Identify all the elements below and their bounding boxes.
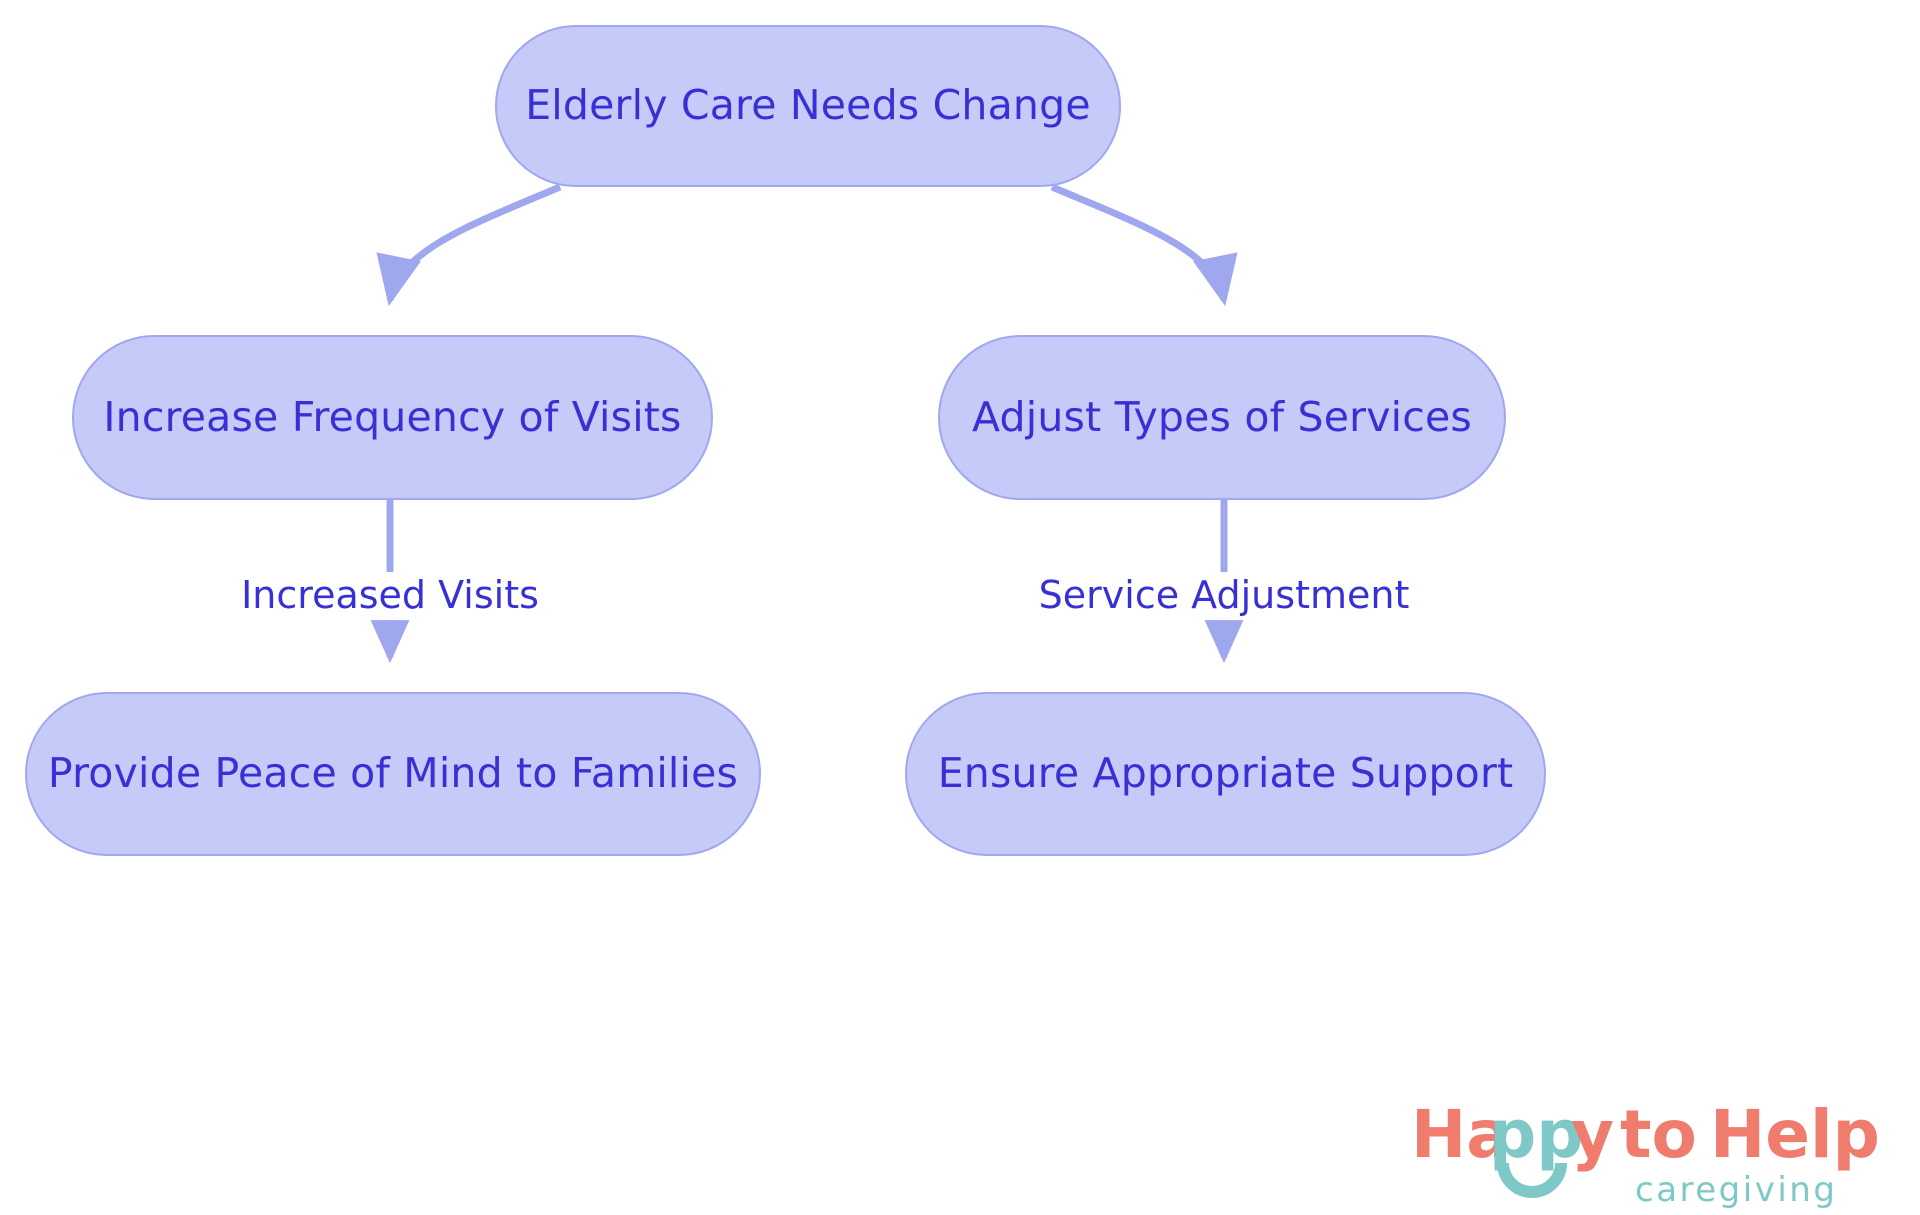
node-ensure-appropriate-support[interactable]: Ensure Appropriate Support <box>905 692 1546 856</box>
node-label: Provide Peace of Mind to Families <box>47 749 739 798</box>
logo-tagline-caregiving: caregiving <box>1635 1170 1837 1210</box>
edge-root-to-adjust-services <box>1050 183 1238 307</box>
node-label: Ensure Appropriate Support <box>937 749 1514 798</box>
node-adjust-types-of-services[interactable]: Adjust Types of Services <box>938 335 1506 500</box>
edge-label-service-adjustment: Service Adjustment <box>1031 572 1417 620</box>
node-label: Adjust Types of Services <box>971 392 1472 441</box>
logo-text-pp: pp <box>1489 1096 1584 1173</box>
node-label: Elderly Care Needs Change <box>525 81 1091 130</box>
happy-to-help-caregiving-logo: Ha pp y to Help caregiving <box>1411 1096 1880 1210</box>
node-increase-frequency-of-visits[interactable]: Increase Frequency of Visits <box>72 335 713 500</box>
edge-root-to-increase-visits <box>376 183 562 307</box>
logo-text-ha: Ha <box>1411 1096 1511 1173</box>
logo-text-help: Help <box>1710 1096 1880 1173</box>
smile-arc-icon <box>1497 1162 1567 1198</box>
logo-text-y: y <box>1571 1096 1614 1173</box>
node-elderly-care-needs-change[interactable]: Elderly Care Needs Change <box>495 25 1121 187</box>
logo-text-to: to <box>1620 1096 1697 1173</box>
node-provide-peace-of-mind-to-families[interactable]: Provide Peace of Mind to Families <box>25 692 761 856</box>
edge-label-increased-visits: Increased Visits <box>234 572 546 620</box>
node-label: Increase Frequency of Visits <box>103 392 682 441</box>
